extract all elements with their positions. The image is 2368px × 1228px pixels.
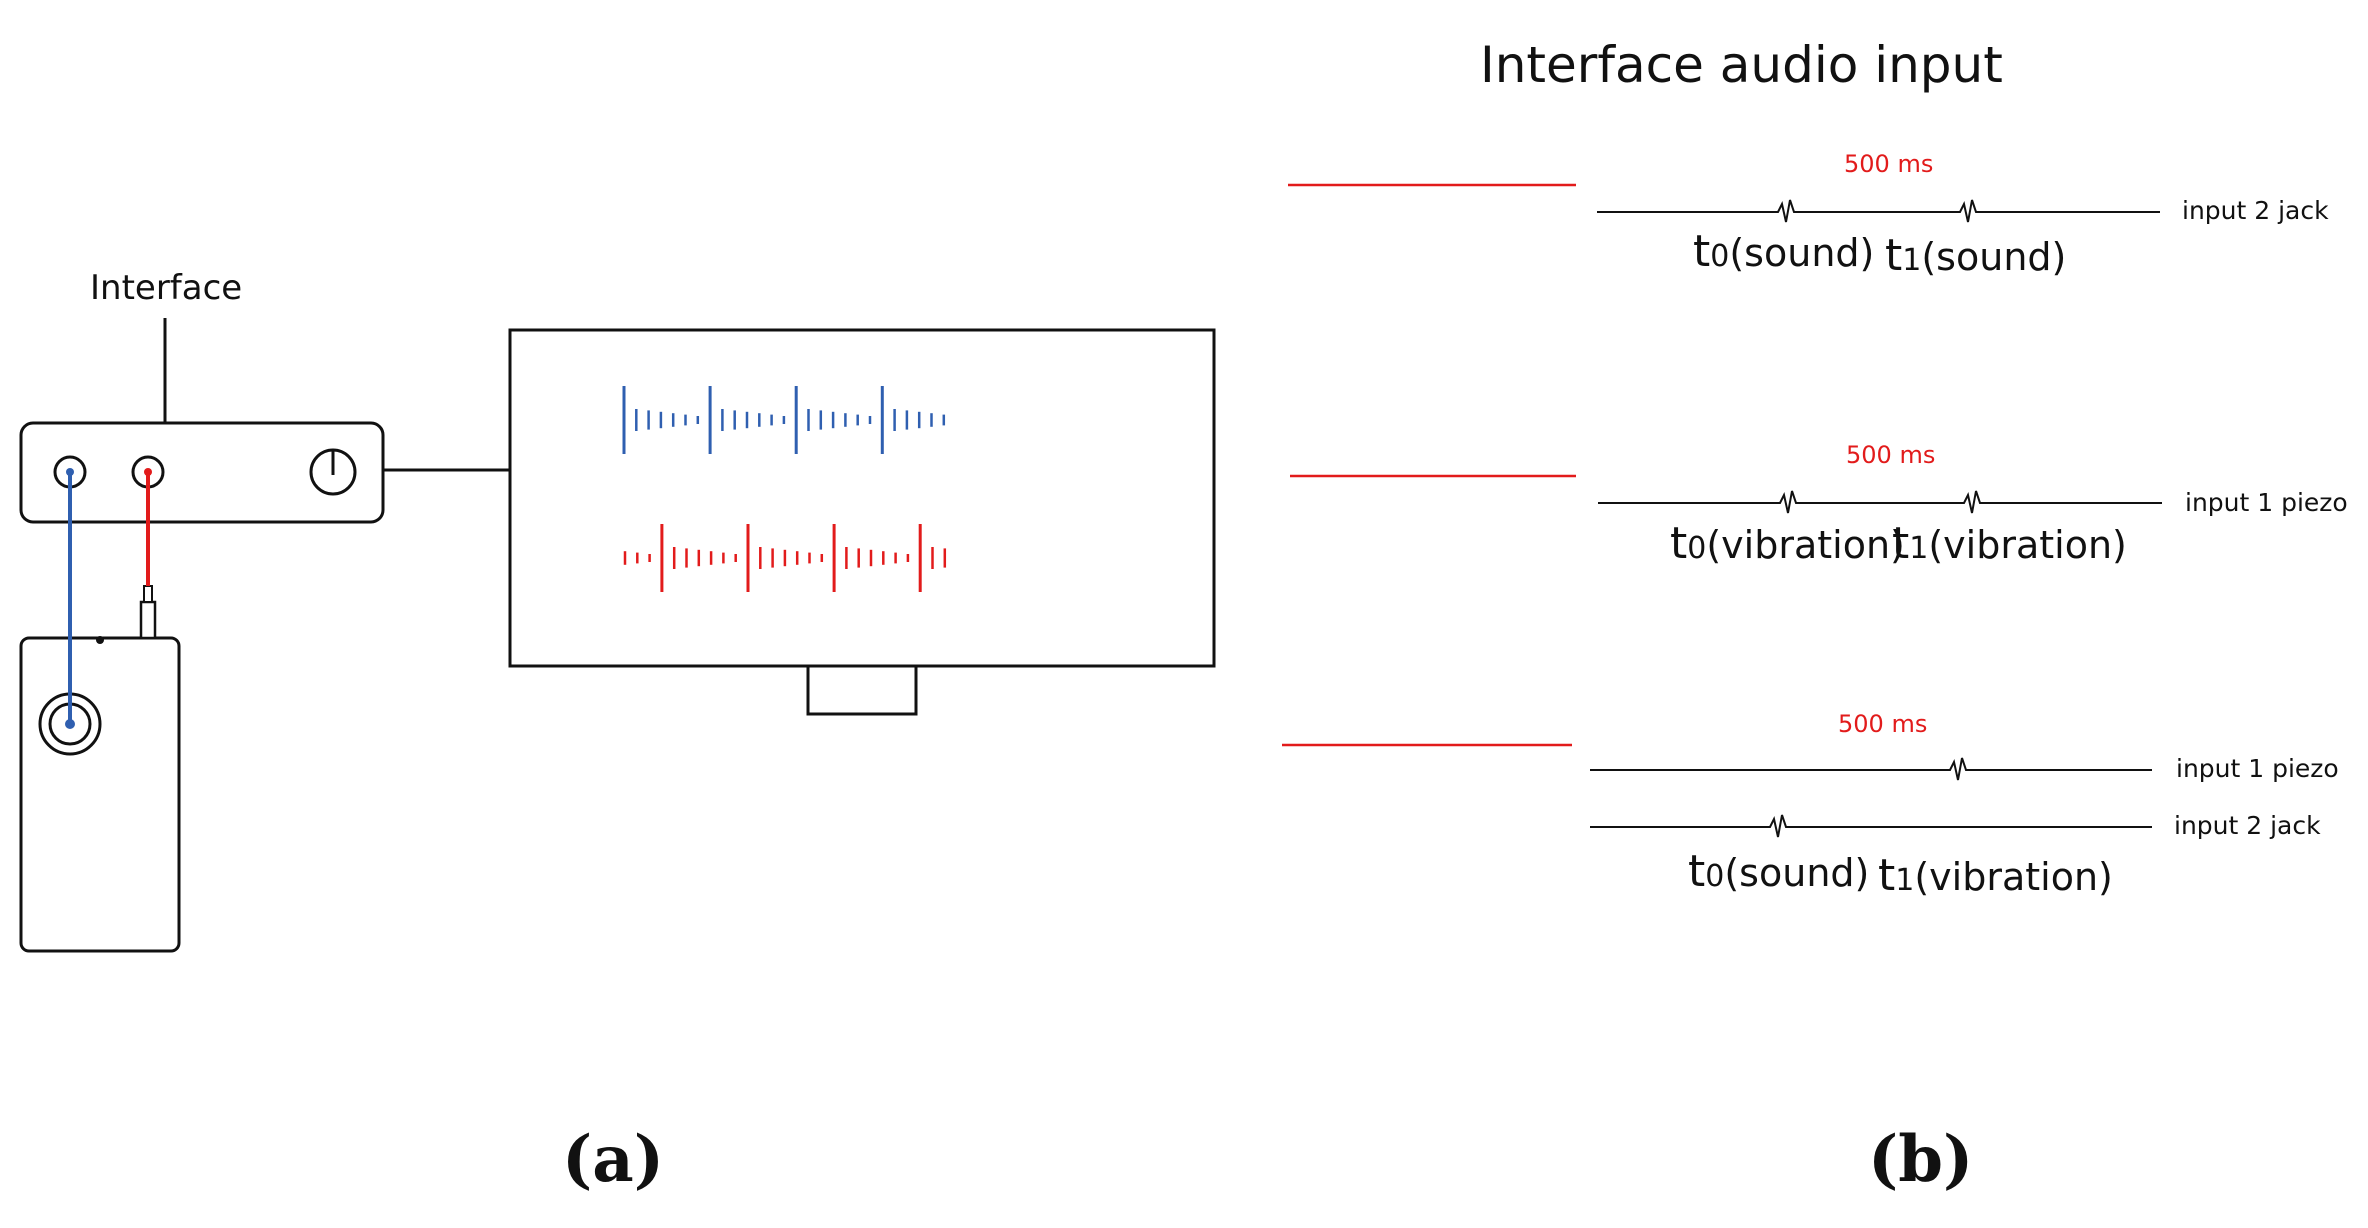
t1-symbol: t bbox=[1885, 230, 1903, 281]
piezo-cable-end bbox=[66, 468, 74, 476]
t0-symbol: t bbox=[1688, 846, 1706, 897]
t1-label: t1(vibration) bbox=[1878, 854, 2113, 898]
duration-label: 500 ms bbox=[1838, 710, 1928, 738]
t1-symbol: t bbox=[1892, 518, 1910, 569]
t1-subscript: 1 bbox=[1902, 243, 1922, 278]
channel-label: input 1 piezo bbox=[2185, 488, 2348, 517]
t1-label: t1(vibration) bbox=[1892, 522, 2127, 566]
t0-label: t0(vibration) bbox=[1670, 522, 1905, 566]
waveform-red bbox=[623, 524, 947, 592]
jack-plug-icon bbox=[139, 600, 157, 640]
phone-sensor-dot bbox=[96, 636, 104, 644]
t0-symbol: t bbox=[1693, 226, 1711, 277]
signal-trace-jack bbox=[1590, 814, 2152, 838]
jack-plug-tip-icon bbox=[143, 585, 153, 603]
diagram-1-signal bbox=[1288, 183, 2160, 223]
phone-device bbox=[19, 636, 181, 953]
channel-label: input 2 jack bbox=[2182, 196, 2329, 225]
t0-label: t0(sound) bbox=[1688, 850, 1869, 894]
signal-trace-piezo bbox=[1590, 757, 2152, 781]
channel-label-top: input 1 piezo bbox=[2176, 754, 2339, 783]
t1-note: (sound) bbox=[1921, 235, 2067, 279]
gain-knob-icon bbox=[309, 448, 357, 496]
t1-label: t1(sound) bbox=[1885, 234, 2066, 278]
jack-cable-end bbox=[144, 468, 152, 476]
waveform-blue bbox=[622, 386, 946, 454]
t1-subscript: 1 bbox=[1895, 863, 1915, 898]
channel-label-bottom: input 2 jack bbox=[2174, 811, 2321, 840]
duration-label: 500 ms bbox=[1846, 441, 1936, 469]
caption-a: (a) bbox=[562, 1122, 665, 1197]
signal-trace-jack bbox=[1597, 199, 2160, 223]
t0-subscript: 0 bbox=[1687, 531, 1707, 566]
caption-b: (b) bbox=[1868, 1122, 1974, 1197]
piezo-cable-start bbox=[65, 719, 75, 729]
panel-b-title: Interface audio input bbox=[1480, 36, 2003, 94]
t0-note: (vibration) bbox=[1706, 523, 1905, 567]
t1-note: (vibration) bbox=[1928, 523, 2127, 567]
t0-symbol: t bbox=[1670, 518, 1688, 569]
diagram-3-signal bbox=[1282, 743, 2152, 838]
t1-symbol: t bbox=[1878, 850, 1896, 901]
t0-note: (sound) bbox=[1729, 231, 1875, 275]
t0-subscript: 0 bbox=[1710, 239, 1730, 274]
t1-subscript: 1 bbox=[1909, 531, 1929, 566]
signal-trace-piezo bbox=[1598, 490, 2162, 514]
audio-interface-box bbox=[19, 421, 385, 524]
monitor-stand bbox=[806, 664, 918, 716]
monitor-screen bbox=[508, 328, 1216, 668]
duration-label: 500 ms bbox=[1844, 150, 1934, 178]
t0-subscript: 0 bbox=[1705, 859, 1725, 894]
t0-label: t0(sound) bbox=[1693, 230, 1874, 274]
interface-label: Interface bbox=[90, 268, 243, 308]
t0-note: (sound) bbox=[1724, 851, 1870, 895]
diagram-2-signal bbox=[1290, 474, 2162, 514]
t1-note: (vibration) bbox=[1914, 855, 2113, 899]
